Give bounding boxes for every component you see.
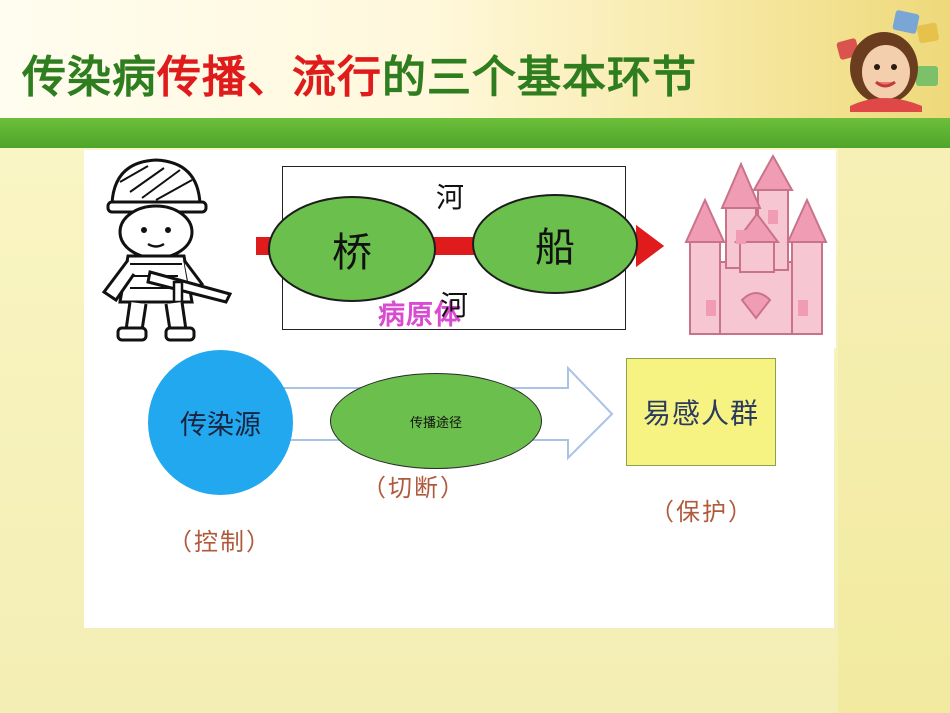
- child-photo-icon: [836, 10, 939, 112]
- cut-note: （切断）: [362, 474, 466, 502]
- pathogen-label: 病原体: [378, 300, 462, 331]
- slide-title: 传染病传播、流行的三个基本环节: [22, 48, 697, 108]
- title-part-disease: 传染病: [22, 52, 157, 103]
- soldier-icon: [101, 158, 233, 342]
- castle-icon: [676, 150, 836, 348]
- right-background-strip: [838, 148, 950, 713]
- control-note: （控制）: [168, 528, 272, 556]
- susceptible-crowd-box: 易感人群: [626, 358, 776, 466]
- protect-note: （保护）: [650, 498, 754, 526]
- title-part-epidemic: 流行: [292, 52, 382, 103]
- susceptible-crowd-label: 易感人群: [642, 397, 759, 430]
- infection-source-circle: 传染源: [148, 350, 293, 495]
- bridge-ellipse: 桥: [268, 196, 436, 302]
- transmission-route-ellipse: 传播途径: [330, 373, 542, 469]
- title-underline-bar: [0, 118, 950, 148]
- title-part-spread: 传播、: [157, 52, 292, 103]
- title-part-links: 的三个基本环节: [382, 52, 697, 103]
- river-bottom-label: 河: [440, 289, 469, 322]
- boat-ellipse: 船: [472, 194, 638, 294]
- infection-source-label: 传染源: [180, 410, 261, 441]
- title-band: [0, 0, 950, 118]
- transmission-route-label: 传播途径: [409, 415, 462, 431]
- river-top-label: 河: [436, 181, 465, 214]
- boat-label: 船: [535, 225, 575, 271]
- bridge-label: 桥: [332, 230, 372, 276]
